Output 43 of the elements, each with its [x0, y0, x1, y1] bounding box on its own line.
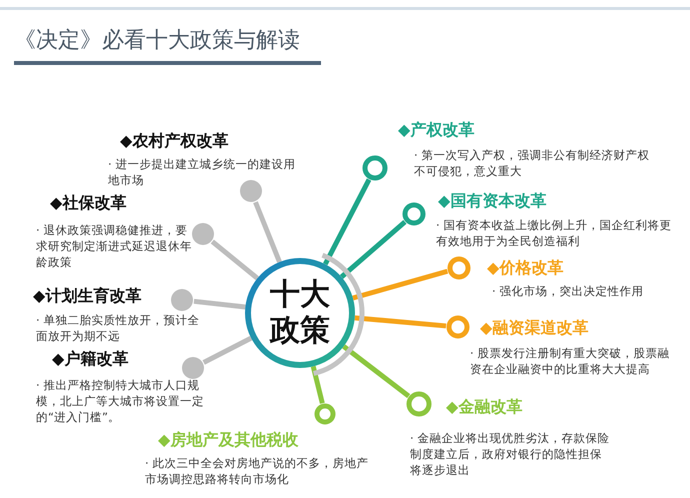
policy-heading: ◆农村产权改革: [120, 131, 228, 151]
dot-marker: [180, 355, 206, 381]
connector: [323, 178, 372, 266]
dot-marker: [190, 221, 216, 247]
policy-description: · 强化市场，突出决定性作用: [492, 283, 644, 299]
ring-marker: [446, 255, 472, 281]
policy-heading: ◆融资渠道改革: [480, 318, 588, 338]
connector: [202, 336, 252, 365]
policy-heading: ◆计划生育改革: [33, 286, 142, 306]
connector: [310, 366, 325, 404]
ring-marker: [361, 154, 389, 182]
ring-marker: [313, 402, 337, 426]
policy-description: · 进一步提出建立城乡统一的建设用地市场: [108, 156, 296, 188]
policy-description: · 国有资本收益上缴比例上升，国企红利将更有效地用于为全民创造福利: [436, 217, 672, 249]
policy-description: · 第一次写入产权，强调非公有制经济财产权不可侵犯，意义重大: [414, 147, 650, 179]
dot-marker: [238, 178, 264, 204]
center-circle: [244, 257, 356, 369]
policy-heading: ◆金融改革: [446, 397, 522, 417]
connector: [342, 344, 410, 398]
policy-heading: ◆社保改革: [50, 193, 126, 213]
connector: [354, 315, 446, 328]
policy-description: · 股票发行注册制有重大突破，股票融资在企业融资中的比重将大大提高: [470, 345, 670, 377]
connector: [194, 298, 246, 310]
policy-heading: ◆产权改革: [398, 120, 474, 140]
policy-description: · 单独二胎实质性放开，预计全面放开为期不远: [36, 312, 200, 344]
policy-description: · 金融企业将出现优胜劣汰，存款保险制度建立后，政府对银行的隐性担保将逐步退出: [410, 430, 610, 478]
policy-heading: ◆房地产及其他税收: [158, 430, 298, 450]
ring-marker: [401, 201, 427, 227]
connector: [340, 220, 407, 279]
ring-marker: [405, 390, 433, 418]
policy-description: · 退休政策强调稳健推进，要求研究制定渐进式延迟退休年龄政策: [36, 222, 193, 270]
connector: [253, 201, 282, 263]
policy-description: · 推出严格控制特大城市人口规模，北上广等大城市将设置一定的“进入门槛”。: [36, 377, 205, 425]
dot-marker: [169, 287, 195, 313]
connector: [210, 240, 259, 280]
policy-heading: ◆国有资本改革: [438, 191, 546, 211]
center-label: 十大政策: [268, 277, 331, 349]
connector: [352, 268, 448, 300]
policy-heading: ◆价格改革: [487, 258, 564, 278]
ring-marker: [445, 314, 471, 340]
title: 《决定》必看十大政策与解读: [14, 27, 300, 55]
policy-heading: ◆户籍改革: [52, 349, 128, 369]
policy-description: · 此次三中全会对房地产说的不多，房地产市场调控思路将转向市场化: [145, 455, 370, 487]
